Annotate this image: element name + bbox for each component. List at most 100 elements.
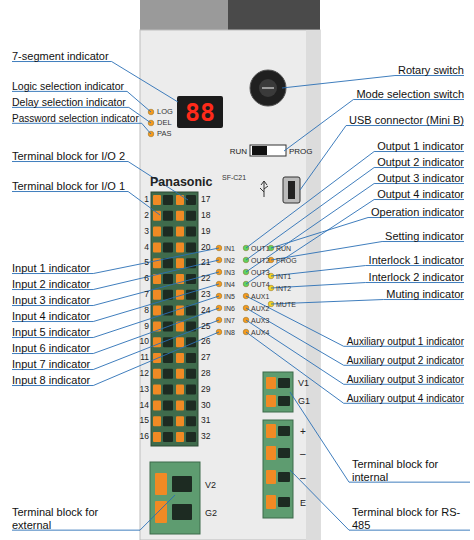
terminal-lever — [266, 377, 276, 389]
indicator-label: AUX3 — [251, 317, 269, 325]
leader-line — [12, 123, 151, 134]
leader-line — [246, 332, 464, 403]
callout-label: Input 7 indicator — [12, 358, 90, 371]
leader-line — [290, 470, 470, 530]
callout-label: Output 2 indicator — [377, 156, 464, 169]
terminal-lever — [153, 385, 161, 395]
leader-line — [12, 332, 219, 386]
terminal-number: 12 — [140, 369, 149, 379]
callout-label: Terminal block for I/O 2 — [12, 150, 125, 163]
terminal-lever — [176, 258, 184, 268]
terminal-hole — [163, 369, 173, 379]
leader-line — [12, 91, 151, 112]
leader-line — [12, 272, 219, 306]
terminal-number: 4 — [144, 243, 149, 253]
indicator-label: OUT4 — [251, 281, 270, 289]
callout-label: Password selection indicator — [12, 113, 139, 125]
model-name: SF-C21 — [222, 174, 246, 182]
callout-label: Input 8 indicator — [12, 374, 90, 387]
leader-line — [12, 62, 178, 102]
terminal-hole — [278, 472, 290, 482]
terminal-hole — [278, 497, 290, 507]
indicator-label: IN6 — [224, 305, 235, 313]
leader-line — [282, 76, 464, 88]
leader-line — [12, 192, 160, 215]
usb-port — [288, 181, 295, 199]
terminal-number: 10 — [140, 337, 149, 347]
leader-line — [271, 242, 464, 260]
leader-line — [12, 296, 219, 338]
callout-label: Terminal block for internal — [352, 458, 470, 483]
terminal-hole — [278, 426, 290, 436]
terminal-lever — [176, 432, 184, 442]
callout-label: Terminal block for I/O 1 — [12, 180, 125, 193]
indicator-label: IN4 — [224, 281, 235, 289]
terminal-hole — [186, 432, 196, 442]
callout-label: Auxiliary output 2 indicator — [347, 355, 464, 367]
terminal-hole — [163, 258, 173, 268]
terminal-number: 16 — [140, 432, 149, 442]
rs485-terminal-block — [263, 420, 293, 518]
leader-line — [12, 495, 175, 530]
terminal-name: V2 — [205, 480, 216, 490]
terminal-hole — [163, 242, 173, 252]
indicator-label: OUT3 — [251, 269, 270, 277]
terminal-number: 32 — [201, 432, 210, 442]
terminal-lever — [176, 400, 184, 410]
switch-label: RUN — [230, 147, 247, 156]
callout-label: Interlock 1 indicator — [369, 254, 464, 267]
terminal-lever — [176, 242, 184, 252]
terminal-name: – — [300, 472, 306, 484]
terminal-number: 20 — [201, 243, 210, 253]
callout-label: Output 4 indicator — [377, 188, 464, 201]
leader-line — [290, 392, 470, 482]
terminal-lever — [153, 242, 161, 252]
callout-label: Input 4 indicator — [12, 310, 90, 323]
terminal-number: 11 — [140, 353, 149, 363]
indicator-label: OUT1 — [251, 245, 270, 253]
terminal-hole — [186, 369, 196, 379]
callout-label: Input 1 indicator — [12, 262, 90, 275]
terminal-lever — [176, 369, 184, 379]
terminal-number: 24 — [201, 306, 210, 316]
terminal-hole — [186, 211, 196, 221]
terminal-hole — [163, 274, 173, 284]
terminal-number: 23 — [201, 290, 210, 300]
terminal-lever — [176, 353, 184, 363]
callout-label: Output 3 indicator — [377, 172, 464, 185]
terminal-number: 25 — [201, 322, 210, 332]
terminal-lever — [266, 446, 276, 460]
callout-label: Delay selection indicator — [12, 96, 126, 108]
terminal-hole — [163, 353, 173, 363]
indicator-label: IN7 — [224, 317, 235, 325]
callout-label: Muting indicator — [386, 288, 464, 301]
front-panel — [140, 30, 320, 540]
callout-label: Logic selection indicator — [12, 80, 124, 92]
seven-segment-digits: 88 — [185, 99, 215, 128]
terminal-lever — [153, 227, 161, 237]
terminal-number: 26 — [201, 337, 210, 347]
terminal-lever — [155, 473, 167, 495]
terminal-number: 1 — [144, 195, 149, 205]
terminal-name: – — [300, 448, 306, 460]
terminal-hole — [186, 227, 196, 237]
terminal-lever — [266, 424, 276, 438]
terminal-hole — [163, 416, 173, 426]
terminal-number: 5 — [144, 258, 149, 268]
rotary-switch-knob — [259, 79, 277, 97]
terminal-lever — [153, 195, 161, 205]
leader-line — [12, 284, 219, 322]
terminal-lever — [266, 470, 276, 484]
terminal-number: 30 — [201, 401, 210, 411]
leader-line — [12, 162, 188, 200]
indicator-label: PROG — [276, 257, 297, 265]
indicator-label: IN3 — [224, 269, 235, 277]
indicator-label: LOG — [157, 108, 173, 117]
leader-line — [271, 266, 464, 276]
indicator-label: INT1 — [276, 273, 291, 281]
leader-line — [12, 107, 151, 123]
mode-switch-lever — [252, 146, 267, 155]
terminal-number: 14 — [140, 401, 149, 411]
